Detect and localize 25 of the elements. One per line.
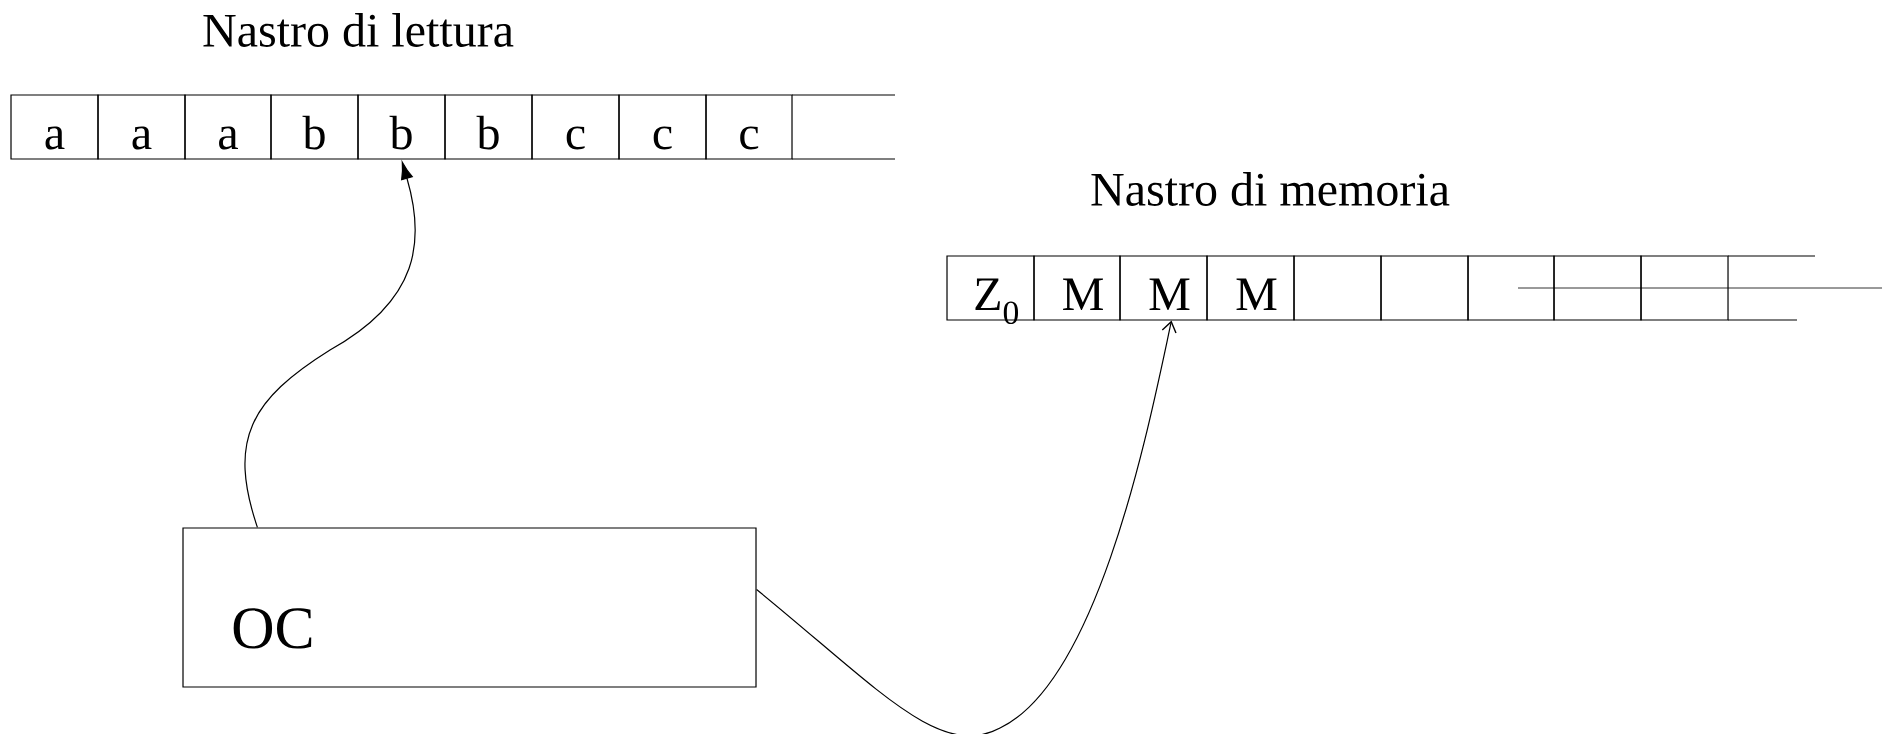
tape-cell (1467, 255, 1555, 321)
tape-cell (1553, 255, 1642, 321)
tape-cell: c (705, 94, 793, 160)
tape-title: Nastro di lettura (203, 13, 514, 47)
control-box: OC (182, 527, 757, 688)
tape-cell (791, 94, 896, 160)
arrow (756, 320, 1177, 734)
tape-cell: M (1206, 255, 1295, 321)
arrow (244, 161, 416, 528)
tape-cell: a (10, 94, 99, 160)
tape-cell (1380, 255, 1469, 321)
tape-cell: b (444, 94, 533, 160)
tape-cell: b (270, 94, 359, 160)
tape-cell: a (184, 94, 272, 160)
tape-title: Nastro di memoria (1091, 172, 1450, 206)
tape-cell (1293, 255, 1382, 321)
tape-cell: b (357, 94, 446, 160)
tape-cell: c (531, 94, 620, 160)
tape-cell (1727, 255, 1816, 321)
tape-cell: M (1119, 255, 1208, 321)
tape-cell: Z$_{0}$ (946, 255, 1035, 325)
tape-cell: M (1033, 255, 1121, 321)
tape-cell (1640, 255, 1729, 321)
tape-cell: a (97, 94, 186, 160)
tape-cell: c (618, 94, 707, 160)
